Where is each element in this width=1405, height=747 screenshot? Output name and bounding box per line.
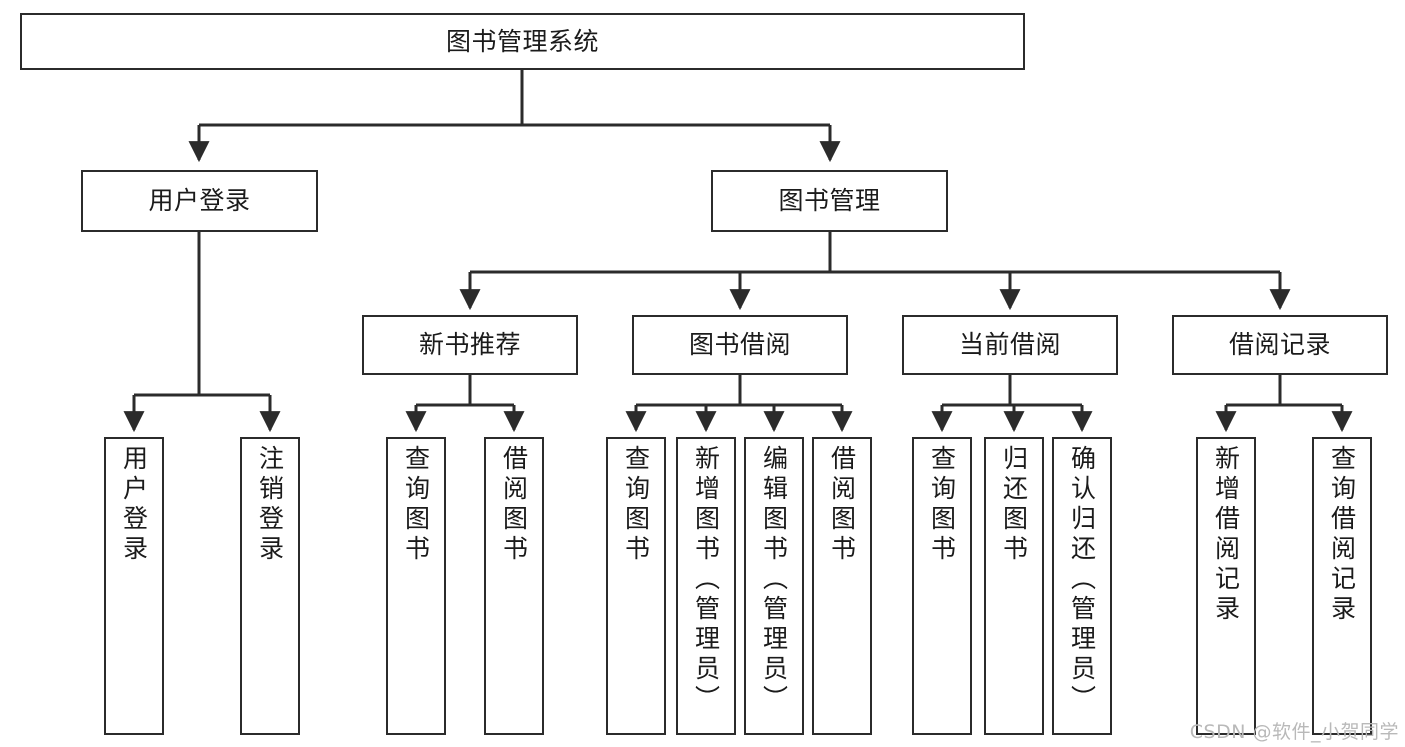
node-leaf-borrow-book-label: 借阅图书 xyxy=(827,445,857,565)
node-book-borrow[interactable]: 图书借阅 xyxy=(632,315,848,375)
node-leaf-return-book-label: 归还图书 xyxy=(999,445,1029,565)
node-leaf-user-login-label: 用户登录 xyxy=(119,445,149,565)
node-leaf-query-borrow-record-label: 查询借阅记录 xyxy=(1327,445,1357,625)
node-user-login[interactable]: 用户登录 xyxy=(81,170,318,232)
node-leaf-confirm-return-admin-label: 确认归还（管理员） xyxy=(1067,445,1097,715)
node-book-borrow-label: 图书借阅 xyxy=(688,330,791,360)
node-leaf-query-borrow-record[interactable]: 查询借阅记录 xyxy=(1312,437,1372,735)
node-leaf-add-borrow-record-label: 新增借阅记录 xyxy=(1211,445,1241,625)
node-leaf-user-logout-label: 注销登录 xyxy=(255,445,285,565)
csdn-watermark: CSDN @软件_小贺同学 xyxy=(1189,721,1399,743)
node-leaf-query-book-cur[interactable]: 查询图书 xyxy=(912,437,972,735)
node-leaf-query-book-borrow-label: 查询图书 xyxy=(621,445,651,565)
node-new-book-recommend[interactable]: 新书推荐 xyxy=(362,315,578,375)
node-leaf-return-book[interactable]: 归还图书 xyxy=(984,437,1044,735)
node-leaf-confirm-return-admin[interactable]: 确认归还（管理员） xyxy=(1052,437,1112,735)
node-leaf-query-book-rec-label: 查询图书 xyxy=(401,445,431,565)
node-user-login-label: 用户登录 xyxy=(148,186,251,216)
node-root-label: 图书管理系统 xyxy=(445,26,599,56)
node-leaf-add-book-admin[interactable]: 新增图书（管理员） xyxy=(676,437,736,735)
node-book-manage[interactable]: 图书管理 xyxy=(711,170,948,232)
node-leaf-user-logout[interactable]: 注销登录 xyxy=(240,437,300,735)
node-root[interactable]: 图书管理系统 xyxy=(20,13,1025,70)
node-leaf-query-book-rec[interactable]: 查询图书 xyxy=(386,437,446,735)
node-leaf-edit-book-admin[interactable]: 编辑图书（管理员） xyxy=(744,437,804,735)
node-book-manage-label: 图书管理 xyxy=(778,186,881,216)
node-leaf-query-book-cur-label: 查询图书 xyxy=(927,445,957,565)
node-leaf-add-book-admin-label: 新增图书（管理员） xyxy=(691,445,721,715)
node-leaf-edit-book-admin-label: 编辑图书（管理员） xyxy=(759,445,789,715)
node-new-book-recommend-label: 新书推荐 xyxy=(418,330,521,360)
node-borrow-record-label: 借阅记录 xyxy=(1228,330,1331,360)
node-leaf-user-login[interactable]: 用户登录 xyxy=(104,437,164,735)
node-leaf-borrow-book-rec[interactable]: 借阅图书 xyxy=(484,437,544,735)
node-current-borrow[interactable]: 当前借阅 xyxy=(902,315,1118,375)
node-current-borrow-label: 当前借阅 xyxy=(958,330,1061,360)
node-borrow-record[interactable]: 借阅记录 xyxy=(1172,315,1388,375)
node-leaf-borrow-book-rec-label: 借阅图书 xyxy=(499,445,529,565)
node-leaf-borrow-book[interactable]: 借阅图书 xyxy=(812,437,872,735)
node-leaf-query-book-borrow[interactable]: 查询图书 xyxy=(606,437,666,735)
node-leaf-add-borrow-record[interactable]: 新增借阅记录 xyxy=(1196,437,1256,735)
